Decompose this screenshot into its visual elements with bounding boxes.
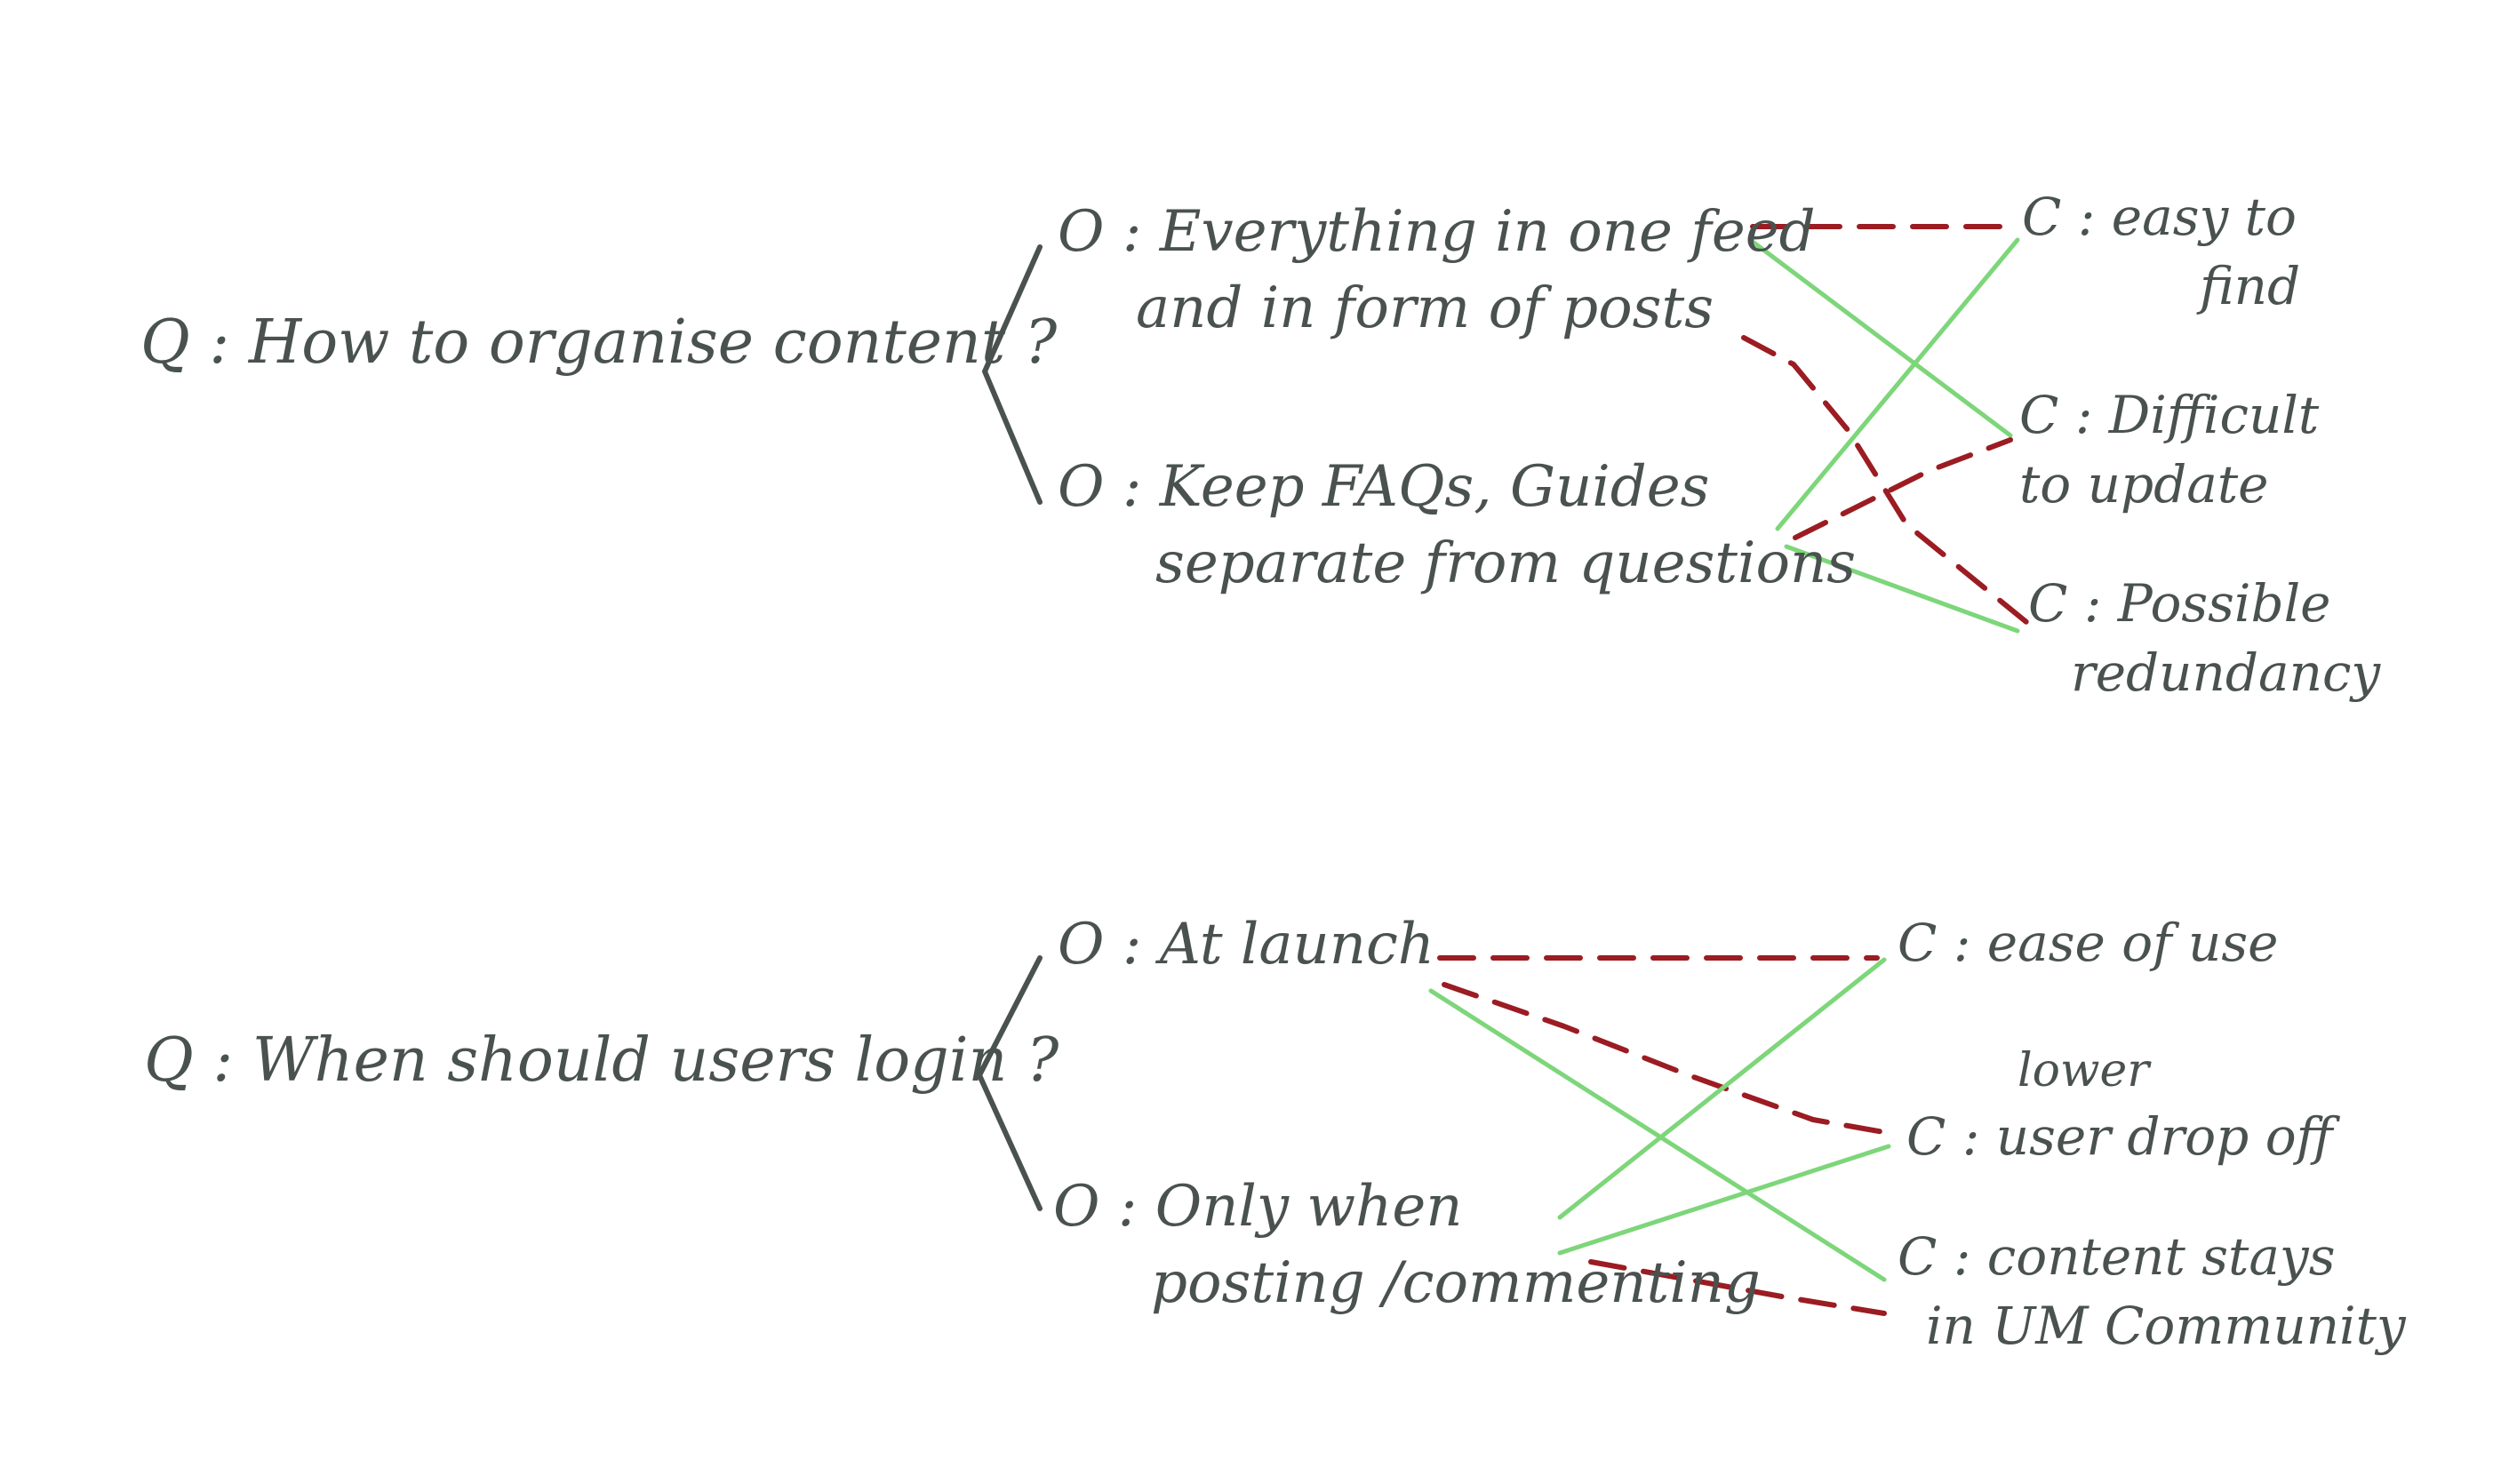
q1-consideration-2: C : Difficult to update xyxy=(2019,380,2319,520)
q2-link-o1-c1 xyxy=(1557,1144,1891,1256)
q2-option-1-line-1: O : At launch xyxy=(1058,912,1434,977)
q1-link-o1-c0 xyxy=(1775,237,2020,531)
q1-consideration-1-line-2: find xyxy=(2200,256,2301,317)
q1-consideration-2-line-2: to update xyxy=(2019,454,2269,515)
q2-consideration-1-line-1: C : ease of use xyxy=(1898,913,2279,973)
question-1: Q : How to organise content ? xyxy=(140,307,1058,378)
q1-consideration-2-line-1: C : Difficult xyxy=(2019,385,2320,445)
q1-consideration-3-line-2: redundancy xyxy=(2071,642,2381,704)
q2-option-2: O : Only when posting /commenting xyxy=(1053,1169,1761,1322)
question-2: Q : When should users login ? xyxy=(144,1025,1059,1096)
q1-branch-bracket xyxy=(982,244,1043,505)
q1-consideration-1-line-1: C : easy to xyxy=(2022,187,2297,247)
q1-consideration-1: C : easy to find xyxy=(2022,182,2300,322)
q2-link-o1-c0 xyxy=(1557,957,1887,1220)
q2-option-2-line-2: posting /commenting xyxy=(1151,1250,1761,1317)
q2-option-2-line-1: O : Only when xyxy=(1053,1174,1463,1240)
q2-consideration-2: lower C : user drop off xyxy=(1906,1040,2333,1171)
q2-link-o0-c1 xyxy=(1442,982,1891,1136)
q1-option-1: O : Everything in one feed and in form o… xyxy=(1058,194,1816,347)
q1-consideration-3: C : Possible redundancy xyxy=(2028,569,2380,708)
q2-consideration-2-line-2: C : user drop off xyxy=(1906,1106,2333,1168)
q2-consideration-2-line-1: lower xyxy=(2018,1044,2150,1097)
q2-consideration-1: C : ease of use xyxy=(1898,908,2279,977)
q2-branch-bracket xyxy=(977,955,1043,1211)
q2-consideration-3: C : content stays in UM Community xyxy=(1898,1222,2406,1361)
q1-option-2: O : Keep FAQs, Guides separate from ques… xyxy=(1058,449,1856,602)
q1-option-2-line-2: separate from questions xyxy=(1155,531,1857,597)
q1-option-1-line-2: and in form of posts xyxy=(1136,275,1714,342)
q2-link-o0-c2 xyxy=(1428,988,1887,1282)
q2-consideration-3-line-2: in UM Community xyxy=(1926,1296,2406,1357)
q2-link-o1-c2 xyxy=(1588,1259,1887,1316)
q1-link-o1-c1 xyxy=(1793,437,2013,540)
q1-option-1-line-1: O : Everything in one feed xyxy=(1058,199,1816,265)
q2-consideration-3-line-1: C : content stays xyxy=(1898,1226,2336,1287)
q2-option-1: O : At launch xyxy=(1058,906,1434,983)
q1-link-o0-c2 xyxy=(1741,335,2029,625)
q1-consideration-3-line-1: C : Possible xyxy=(2028,573,2331,634)
q1-link-o0-c1 xyxy=(1750,239,2013,438)
q1-option-2-line-1: O : Keep FAQs, Guides xyxy=(1058,454,1710,520)
q1-link-o1-c2 xyxy=(1784,544,2020,634)
